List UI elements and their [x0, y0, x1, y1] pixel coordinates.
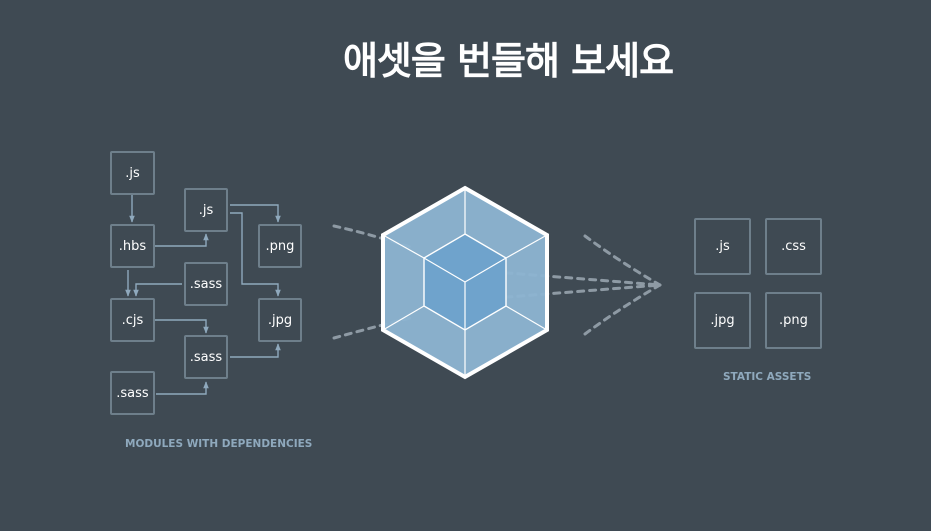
arrow-cjs-to-sass [155, 319, 209, 334]
asset-box-jpg: .jpg [694, 292, 751, 349]
module-box-sass: .sass [184, 335, 228, 379]
arrow-sass-to-jpg [230, 343, 281, 358]
asset-box-png: .png [765, 292, 822, 349]
arrow-hbs-to-js [155, 233, 209, 247]
module-box-png: .png [258, 224, 302, 268]
outgoing-dots-1 [468, 268, 662, 287]
arrow-sass-to-cjs [133, 283, 182, 297]
arrow-sass-to-sass [156, 381, 209, 395]
modules-caption: MODULES WITH DEPENDENCIES [125, 438, 313, 450]
asset-box-css: .css [765, 218, 822, 275]
module-box-hbs: .hbs [110, 224, 155, 268]
webpack-cube-icon [381, 185, 549, 380]
module-box-cjs: .cjs [110, 298, 155, 342]
arrow-js-to-jpg [230, 212, 281, 297]
arrow-js-to-png [230, 204, 281, 223]
page-title: 애셋을 번들해 보세요 [342, 39, 674, 83]
assets-caption: STATIC ASSETS [723, 371, 812, 383]
outgoing-dots-3 [583, 234, 662, 287]
module-box-js: .js [184, 188, 228, 232]
asset-box-js: .js [694, 218, 751, 275]
outgoing-dots-2 [468, 283, 662, 302]
module-box-js: .js [110, 151, 155, 195]
outgoing-dots-4 [583, 283, 662, 336]
module-box-sass: .sass [110, 371, 155, 415]
module-box-sass: .sass [184, 262, 228, 306]
module-box-jpg: .jpg [258, 298, 302, 342]
